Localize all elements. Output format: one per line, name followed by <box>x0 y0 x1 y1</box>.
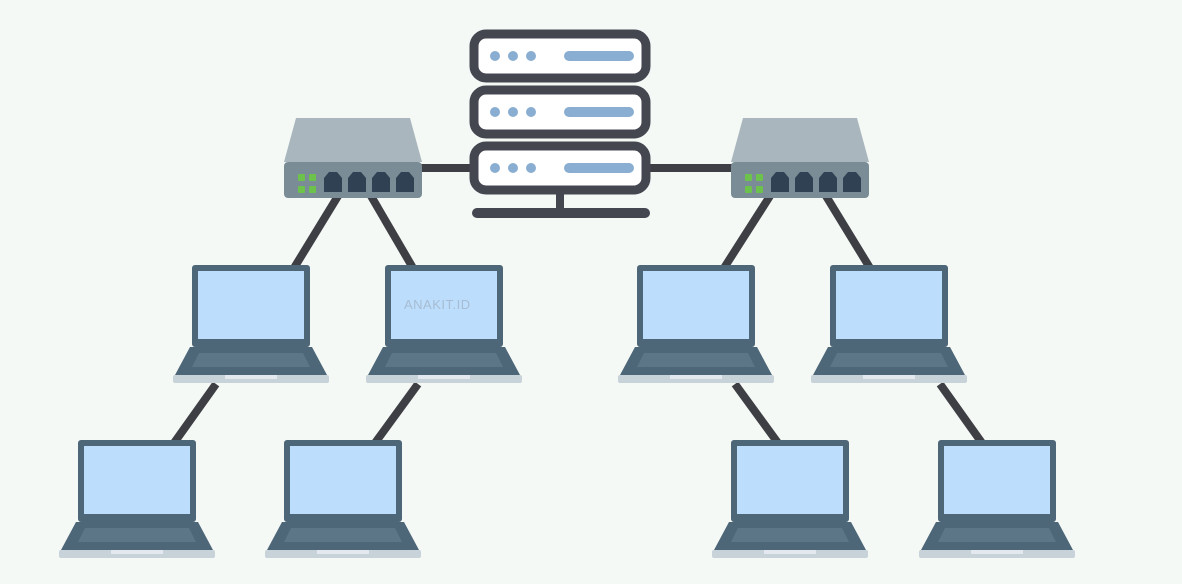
laptop-trackpad-notch <box>764 550 816 554</box>
server-drive-bar <box>564 107 634 117</box>
laptop-8-icon <box>919 440 1075 558</box>
server-status-dot <box>508 51 518 61</box>
laptop-screen <box>643 271 749 339</box>
server-unit <box>469 29 651 83</box>
connections <box>170 164 986 446</box>
laptop-1-icon <box>173 265 329 383</box>
connection-switch-right-to-laptop-4 <box>822 193 874 271</box>
switch-port <box>795 172 813 192</box>
laptop-keys <box>385 353 503 367</box>
laptop-keys <box>192 353 310 367</box>
devices <box>59 29 1075 558</box>
server-base <box>472 208 650 218</box>
laptop-trackpad-notch <box>863 375 915 379</box>
laptop-7-icon <box>712 440 868 558</box>
laptop-trackpad-notch <box>111 550 163 554</box>
connection-switch-left-to-laptop-2 <box>367 193 417 271</box>
connection-laptop-1-to-laptop-5 <box>170 381 220 446</box>
laptop-keys <box>938 528 1056 542</box>
switch-led <box>756 186 763 193</box>
server-status-dot <box>526 163 536 173</box>
watermark-text: ANAKIT.ID <box>404 297 471 312</box>
server-stand <box>556 190 564 210</box>
switch-top-panel <box>284 118 422 162</box>
connection-laptop-4-to-laptop-8 <box>936 381 986 446</box>
server-unit <box>469 85 651 139</box>
laptop-6-icon <box>265 440 421 558</box>
switch-led <box>745 174 752 181</box>
switch-port <box>348 172 366 192</box>
laptop-screen <box>737 446 843 514</box>
laptop-screen <box>391 271 497 339</box>
switch-led <box>309 186 316 193</box>
switch-port <box>324 172 342 192</box>
laptop-keys <box>637 353 755 367</box>
connection-laptop-2-to-laptop-6 <box>371 381 422 446</box>
server-status-dot <box>508 163 518 173</box>
connection-switch-right-to-laptop-3 <box>720 193 774 271</box>
server-drive-bar <box>564 51 634 61</box>
laptop-3-icon <box>618 265 774 383</box>
laptop-screen <box>84 446 190 514</box>
server-icon <box>469 29 651 218</box>
laptop-screen <box>198 271 304 339</box>
laptop-4-icon <box>811 265 967 383</box>
server-status-dot <box>490 51 500 61</box>
connection-switch-left-to-laptop-1 <box>290 193 342 271</box>
laptop-2-icon <box>366 265 522 383</box>
server-status-dot <box>490 163 500 173</box>
laptop-5-icon <box>59 440 215 558</box>
connection-laptop-3-to-laptop-7 <box>731 381 782 446</box>
switch-led <box>298 186 305 193</box>
laptop-keys <box>731 528 849 542</box>
laptop-trackpad-notch <box>971 550 1023 554</box>
laptop-trackpad-notch <box>225 375 277 379</box>
switch-top-panel <box>731 118 869 162</box>
laptop-trackpad-notch <box>418 375 470 379</box>
laptop-keys <box>284 528 402 542</box>
switch-led <box>756 174 763 181</box>
switch-right-icon <box>731 118 869 198</box>
switch-port <box>372 172 390 192</box>
server-status-dot <box>526 51 536 61</box>
switch-port <box>396 172 414 192</box>
switch-port <box>819 172 837 192</box>
switch-left-icon <box>284 118 422 198</box>
server-drive-bar <box>564 163 634 173</box>
laptop-keys <box>830 353 948 367</box>
laptop-trackpad-notch <box>670 375 722 379</box>
switch-led <box>745 186 752 193</box>
server-status-dot <box>490 107 500 117</box>
switch-led <box>298 174 305 181</box>
laptop-screen <box>836 271 942 339</box>
switch-port <box>843 172 861 192</box>
server-status-dot <box>508 107 518 117</box>
laptop-trackpad-notch <box>317 550 369 554</box>
laptop-screen <box>290 446 396 514</box>
switch-port <box>771 172 789 192</box>
switch-led <box>309 174 316 181</box>
server-status-dot <box>526 107 536 117</box>
laptop-keys <box>78 528 196 542</box>
laptop-screen <box>944 446 1050 514</box>
